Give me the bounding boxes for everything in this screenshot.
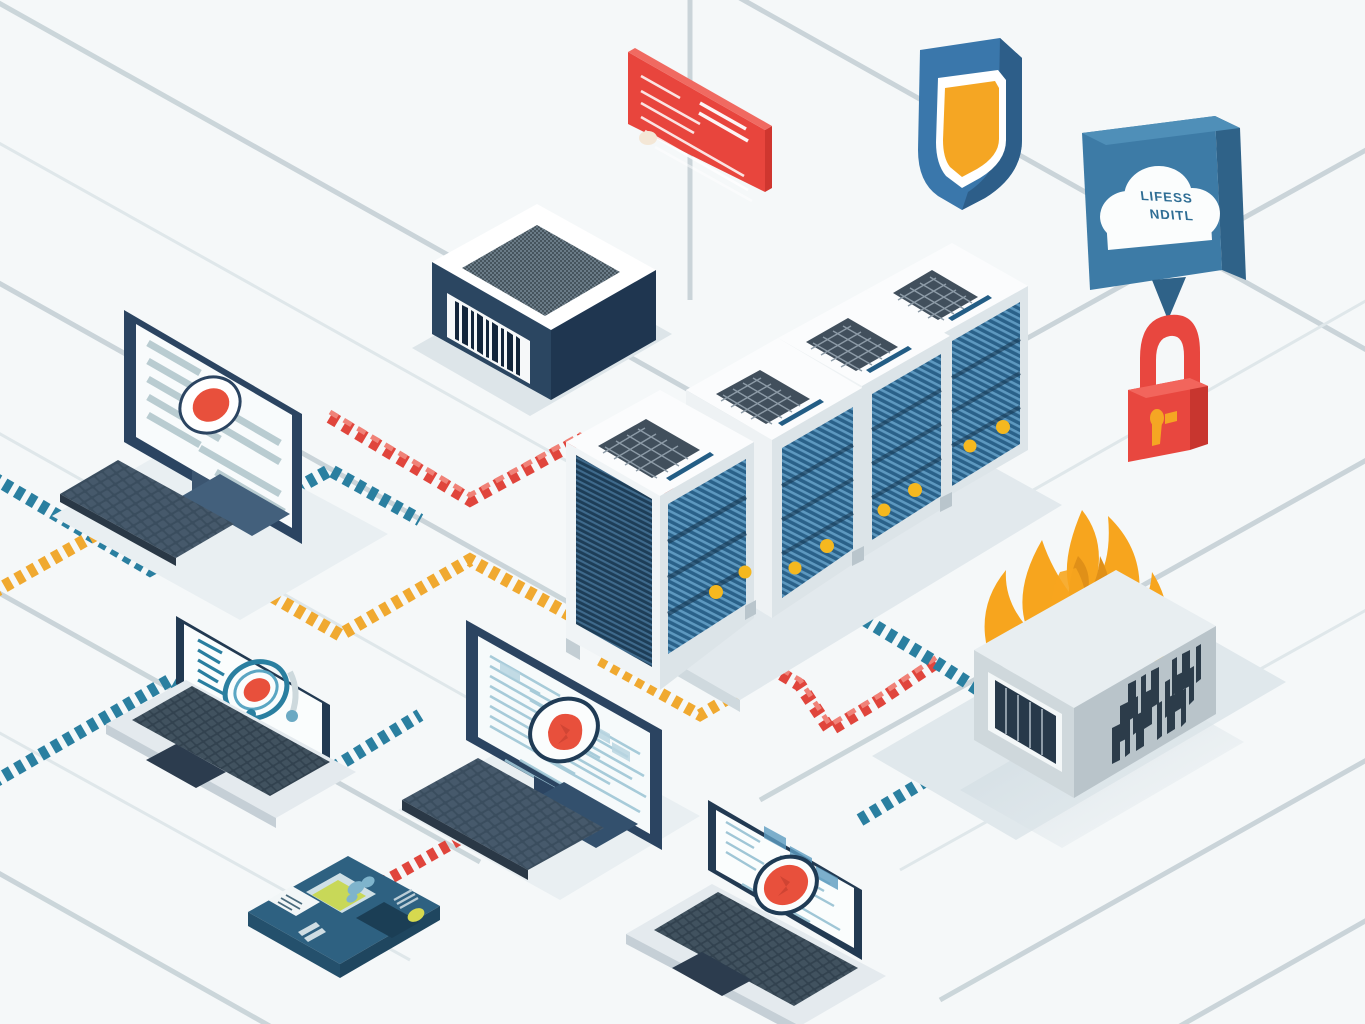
laptop-left[interactable]: [106, 616, 356, 828]
network-switch-panel[interactable]: [248, 856, 440, 978]
padlock-shackle: [1140, 314, 1200, 398]
rack4-top-vent-grid: [897, 276, 973, 321]
padlock-body-side: [1190, 378, 1208, 450]
burning-server-panel-slots: [1005, 688, 1043, 755]
laptop-right-keyboard: [654, 892, 858, 1006]
rack2-led-2: [788, 561, 802, 575]
rack3-top-vent-grid: [810, 325, 891, 372]
cloud-text-line-2: NDITL: [1149, 206, 1195, 223]
rack3-foot: [940, 492, 952, 512]
burning-server-panel: [995, 680, 1056, 764]
padlock-icon[interactable]: [1128, 314, 1208, 462]
rack4-led-2: [963, 439, 977, 453]
switch-panel-display-bar: [312, 880, 366, 911]
storage-mesh-panel: [462, 225, 620, 316]
padlock-body-top: [1128, 378, 1208, 398]
rack1-foot-left: [566, 638, 580, 660]
switch-panel-cable-tips: [298, 908, 425, 942]
rack2-shelves: [780, 443, 855, 556]
cable-orange-1: [0, 507, 574, 643]
rack4-top-vent: [893, 270, 978, 320]
cable-teal-4: [856, 754, 964, 826]
rack2-top-vent: [716, 370, 810, 424]
laptop-left-trackpad: [146, 744, 226, 788]
desktop-center-alert-icon: [528, 696, 600, 764]
desktop-left[interactable]: [52, 310, 388, 620]
desktop-left-alert-icon: [178, 375, 242, 435]
rack4-led: [996, 420, 1010, 434]
security-shield-icon[interactable]: [918, 38, 1022, 210]
switch-panel-icons: [346, 876, 375, 903]
laptop-right-alert-icon: [753, 854, 819, 916]
storage-appliance-right-face: [551, 270, 656, 400]
switch-panel-card: [268, 886, 320, 916]
cloud-shape: [1100, 165, 1220, 250]
server-rack-cluster[interactable]: [566, 243, 1062, 712]
bubble-edge-top: [1082, 116, 1240, 145]
rack1-foot-right: [745, 600, 756, 620]
desktop-left-keyboard: [60, 460, 234, 558]
cable-red-1-highlight: [328, 409, 692, 498]
alert-card-dot: [639, 131, 657, 145]
rack2-top-label: [778, 399, 824, 426]
laptop-right[interactable]: [626, 800, 886, 1024]
cloud-text-line-1: LIFESS: [1140, 188, 1194, 206]
bubble-edge-right: [1215, 116, 1246, 280]
alert-card[interactable]: [628, 48, 772, 203]
alert-card-top-edge: [628, 48, 772, 130]
desktop-center[interactable]: [398, 620, 700, 900]
switch-panel-front: [248, 912, 340, 978]
cloud-bubble-text: LIFESS NDITL: [1140, 188, 1195, 223]
server-rack-1[interactable]: [566, 390, 756, 690]
desktop-left-stand-base: [182, 474, 290, 536]
rack4-shelves: [951, 337, 1021, 448]
rack3-top-vent: [806, 318, 898, 371]
alert-card-title-text: [698, 101, 749, 143]
rack2-led: [820, 539, 834, 553]
burning-server-top: [974, 570, 1216, 708]
rack3-shelves: [870, 388, 943, 500]
rack1-led: [709, 585, 723, 599]
cable-red-1: [326, 411, 694, 508]
storage-barcode-panel: [447, 293, 530, 384]
burning-server-vent-marks: [1112, 644, 1201, 764]
bubble-tail: [1152, 277, 1186, 320]
desktop-left-keyboard-edge: [60, 494, 176, 566]
alert-card-edge: [765, 126, 772, 192]
desktop-center-keyboard: [402, 758, 604, 870]
burning-server[interactable]: [872, 510, 1286, 848]
rack1-top-vent-grid: [602, 427, 689, 479]
shield-outer-shade: [962, 38, 1022, 210]
laptop-left-keyboard: [132, 686, 330, 796]
rack1-top-label: [666, 452, 714, 481]
switch-panel-ports: [393, 888, 419, 910]
rack4-top-label: [948, 295, 992, 321]
switch-panel-card-lines: [277, 894, 303, 911]
storage-appliance[interactable]: [412, 204, 672, 416]
rack2-top-vent-grid: [720, 377, 801, 425]
laptop-right-trackpad: [672, 952, 752, 996]
rack2-foot: [852, 546, 864, 566]
desktop-center-keyboard-edge: [402, 800, 528, 880]
rack3-led: [908, 483, 922, 497]
rack3-top-label: [866, 346, 912, 373]
padlock-keyhole: [1150, 409, 1177, 446]
shield-core: [943, 81, 999, 177]
rack1-led-2: [738, 565, 752, 579]
cloud-message-bubble[interactable]: LIFESS NDITL: [1082, 116, 1246, 320]
rack1-shelves: [666, 495, 748, 616]
rack1-front-stripe-panel: [576, 455, 652, 667]
switch-panel-trackpad: [356, 902, 420, 938]
laptop-left-gauge-icon: [222, 659, 299, 722]
laptop-right-base-edge: [626, 934, 797, 1024]
rack3-led-2: [877, 503, 891, 517]
